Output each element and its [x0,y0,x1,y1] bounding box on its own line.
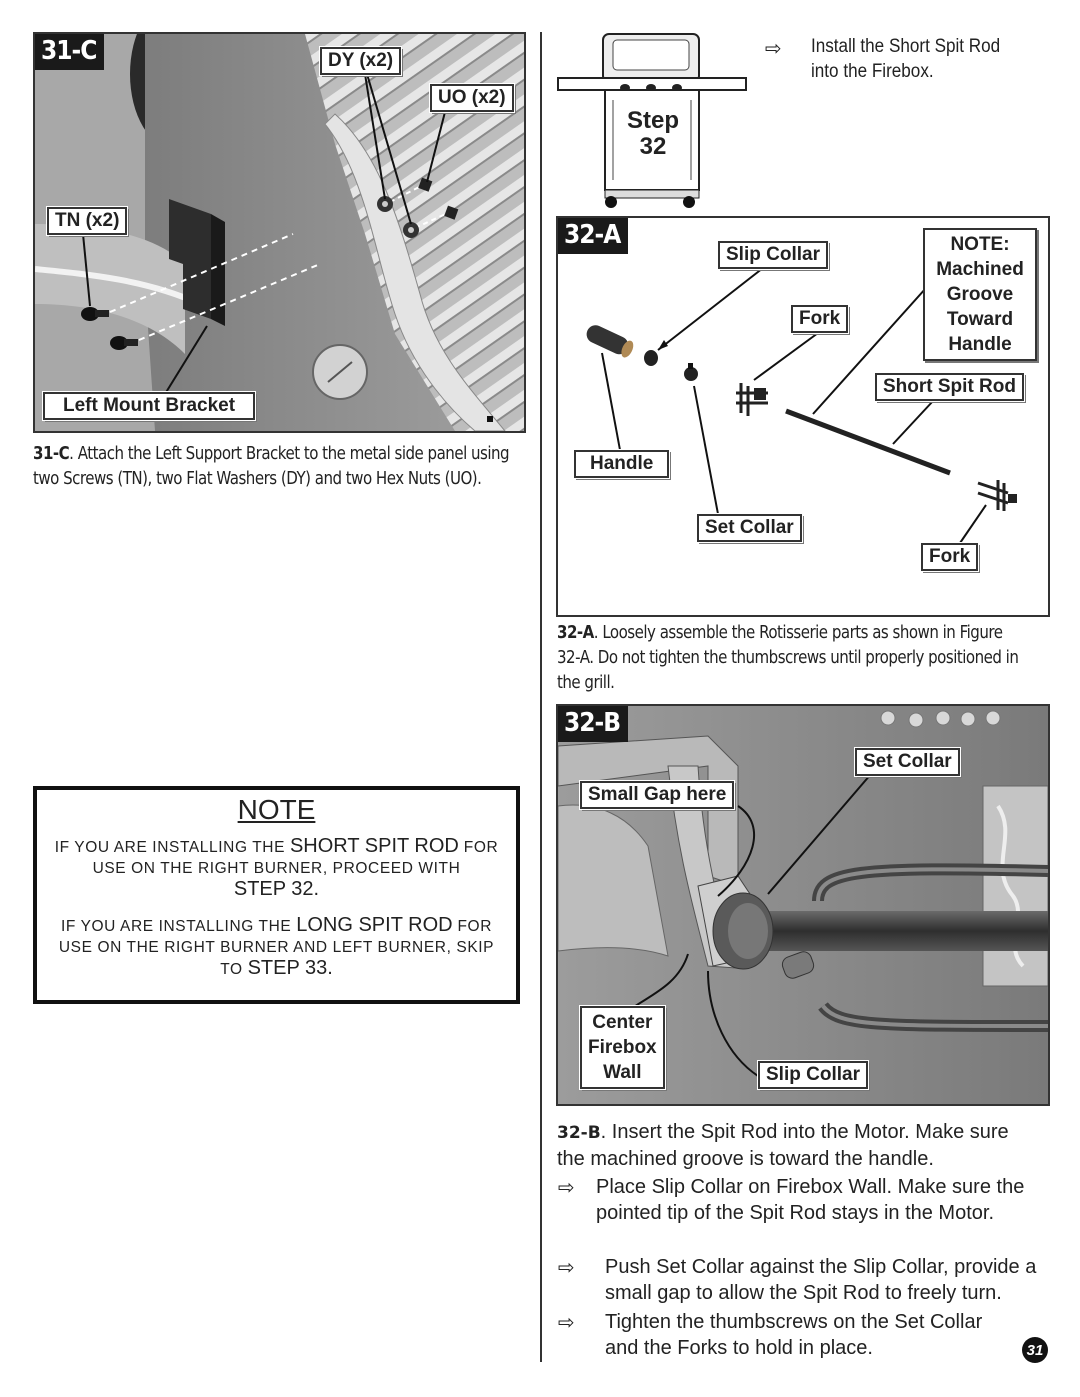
figure-31c-tag: 31-C [35,34,105,70]
note-p1-a: If you are installing the [54,839,290,856]
arrow-icon: ⇨ [558,1255,575,1279]
note-p2-c: for use on the right burner and left bur… [58,918,495,978]
label-cfw-line-1: Center [592,1012,653,1033]
note-line-3: Groove [946,284,1014,305]
label-tn: TN (x2) [45,206,129,236]
instruction-1: Place Slip Collar on Firebox Wall. Make … [596,1176,1025,1224]
arrow-icon: ⇨ [765,36,782,60]
caption-31c: 31-C. Attach the Left Support Bracket to… [33,442,515,492]
label-uo: UO (x2) [429,83,515,113]
note-title: NOTE [237,794,316,825]
label-left-mount-bracket: Left Mount Bracket [41,391,257,421]
note-p1-b: Short Spit Rod [289,835,459,857]
label-fork-bottom: Fork [919,542,980,572]
label-cfw-line-2: Firebox [588,1037,657,1058]
note-p2-a: If you are installing the [60,918,297,935]
label-slip-collar-32b: Slip Collar [757,1060,869,1090]
column-divider [540,32,542,1362]
note-machined-groove: NOTE: Machined Groove Toward Handle [923,228,1037,361]
label-small-gap: Small Gap here [578,780,736,810]
label-handle: Handle [572,449,671,479]
note-line-4: Toward [946,309,1014,330]
label-fork-top: Fork [789,304,850,334]
arrow-icon: ⇨ [558,1310,575,1334]
caption-31c-text: . Attach the Left Support Bracket to the… [33,444,510,489]
arrow-icon: ⇨ [558,1175,575,1199]
step-word: Step [626,107,679,134]
caption-31c-ref: 31-C [33,444,70,464]
label-set-collar-32a: Set Collar [696,513,803,543]
label-slip-collar: Slip Collar [717,240,829,270]
figure-32a-tag: 32-A [558,218,629,254]
caption-32a-text: . Loosely assemble the Rotisserie parts … [557,623,1019,693]
step-number: 32 [639,133,667,160]
note-paragraph-2: If you are installing the Long Spit Rod … [51,915,502,980]
label-center-firebox-wall: Center Firebox Wall [579,1005,666,1090]
page-number: 31 [1022,1337,1048,1363]
caption-32a: 32-A. Loosely assemble the Rotisserie pa… [557,621,1026,696]
caption-32b-text: . Insert the Spit Rod into the Motor. Ma… [557,1121,1009,1170]
caption-32a-ref: 32-A [557,623,594,643]
note-p2-d: Step 33. [247,957,333,979]
label-cfw-line-3: Wall [603,1062,642,1083]
figure-31c: 31-C DY (x2) UO (x2) TN (x2) Left Mount … [33,32,526,433]
note-line-5: Handle [948,334,1012,355]
figure-32b-tag: 32-B [558,706,629,742]
label-dy: DY (x2) [318,46,403,76]
figure-32a: 32-A Slip Collar Fork Short Spit Rod Han… [556,216,1050,617]
caption-32b: 32-B. Insert the Spit Rod into the Motor… [557,1119,1027,1172]
note-line-1: NOTE: [950,234,1010,255]
note-p1-c: for use on the right burner, proceed wit… [92,839,499,877]
figure-32b: 32-B Set Collar Small Gap here Center Fi… [556,704,1050,1106]
note-p1-d: Step 32. [233,878,320,900]
caption-32b-ref: 32-B [557,1123,601,1143]
note-p2-b: Long Spit Rod [296,914,453,936]
step-32-heading: Step 32 [620,108,686,160]
step-32-intro: Install the Short Spit Rod into the Fire… [811,36,1001,82]
note-box: NOTE If you are installing the Short Spi… [33,786,520,1004]
instruction-3: Tighten the thumbscrews on the Set Colla… [605,1311,983,1359]
instruction-2: Push Set Collar against the Slip Collar,… [605,1256,1037,1304]
note-line-2: Machined [936,259,1024,280]
label-set-collar-32b: Set Collar [854,747,961,777]
label-short-spit-rod: Short Spit Rod [874,372,1025,402]
figure-32b-illustration [558,706,1048,1104]
note-paragraph-1: If you are installing the Short Spit Rod… [51,836,502,901]
